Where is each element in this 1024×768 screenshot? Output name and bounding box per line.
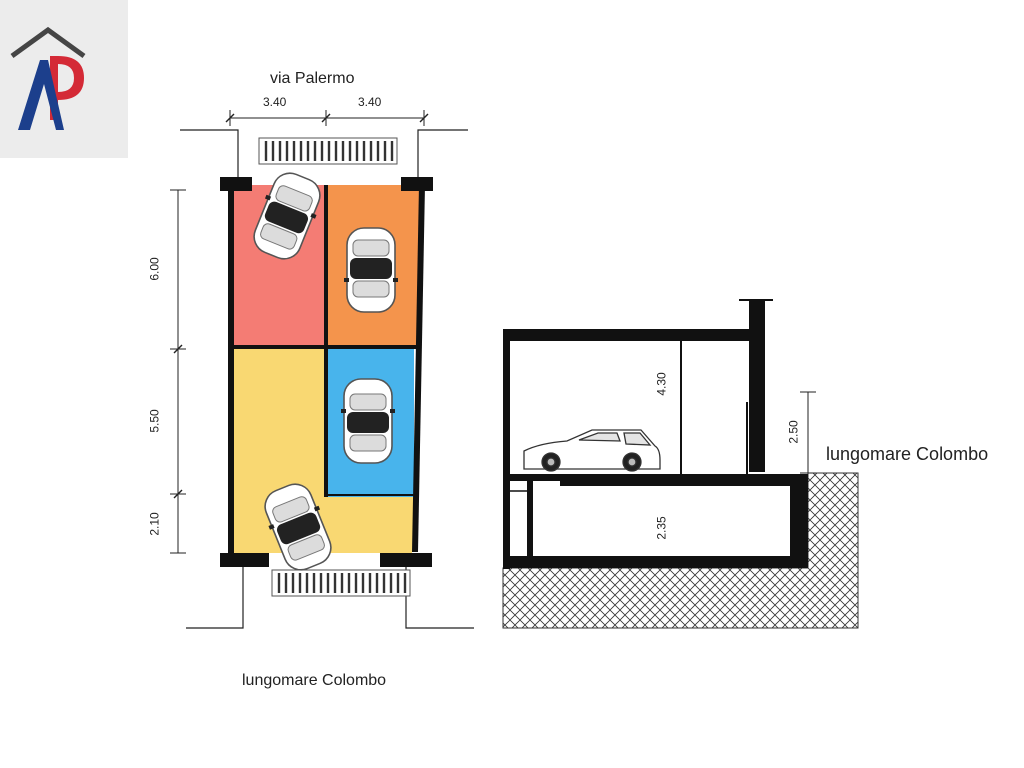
logo-mark (10, 26, 86, 130)
plan-street-line-top-left (180, 129, 239, 178)
section-base-slab (503, 556, 808, 568)
plan-street-line-bottom-right (405, 567, 474, 629)
width-label-right: 3.40 (358, 95, 382, 109)
section-front-wall (749, 300, 765, 472)
section-street-label: lungomare Colombo (826, 444, 989, 464)
width-label-left: 3.40 (263, 95, 287, 109)
section-upper-height-label: 4.30 (654, 372, 669, 396)
section-car (523, 429, 661, 472)
top-street-label: via Palermo (270, 70, 355, 87)
section-right-wall-lower (790, 474, 808, 568)
section-left-wall-lower (503, 481, 510, 569)
gate-bottom (270, 568, 412, 598)
logo-a (18, 60, 64, 130)
pillar-bottom-right (380, 553, 432, 567)
section-upper-roof (503, 329, 751, 341)
length-label-1: 6.00 (147, 257, 162, 281)
length-label-2: 5.50 (147, 409, 162, 433)
pillar-top-right (401, 177, 433, 191)
plan-street-line-bottom-left (186, 567, 244, 629)
length-label-3: 2.10 (147, 512, 162, 536)
bottom-street-label: lungomare Colombo (242, 672, 387, 689)
car-space-4 (340, 378, 396, 464)
plan-street-line-top-right (417, 129, 468, 178)
wall-left (228, 185, 234, 557)
logo (0, 0, 128, 158)
car-space-2 (343, 227, 399, 313)
pillar-bottom-left (220, 553, 269, 567)
logo-roof (10, 26, 86, 59)
pillar-top-left (220, 177, 252, 191)
logo-p (50, 56, 84, 120)
section-street-height-label: 2.50 (786, 420, 801, 444)
section-lower-height-label: 2.35 (654, 516, 669, 540)
section-left-wall-upper (503, 329, 510, 476)
gate-top (257, 136, 399, 166)
wall-right (412, 185, 425, 552)
